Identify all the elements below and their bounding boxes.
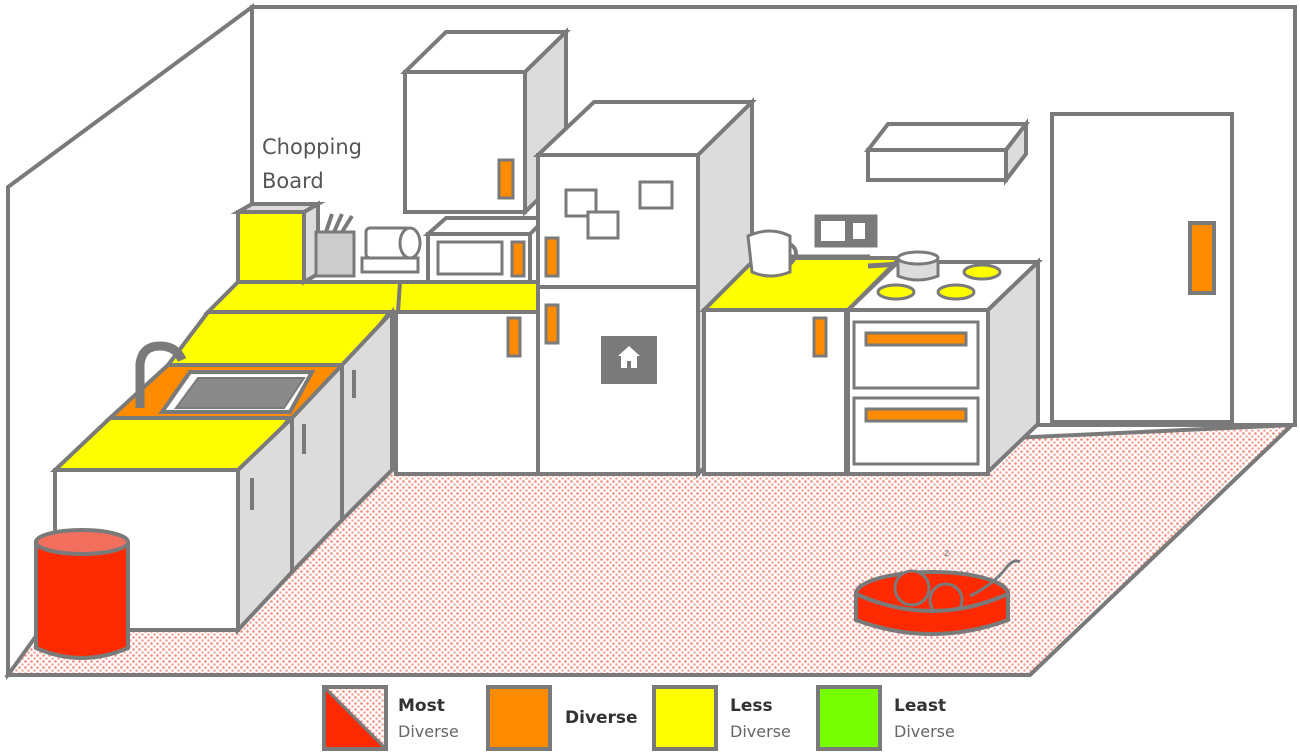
fridge-handle-upper <box>544 236 560 278</box>
fridge-magnet-2 <box>586 210 620 240</box>
fridge-magnet-3 <box>638 180 674 210</box>
microwave-panel <box>510 240 526 278</box>
kettle <box>746 229 870 278</box>
back-base-cabinet <box>394 310 540 476</box>
legend: Most Diverse Diverse Less Diverse Least … <box>322 685 955 751</box>
legend-item-diverse: Diverse <box>486 685 638 751</box>
sink-counter <box>49 310 395 472</box>
cooker <box>843 257 1043 477</box>
extractor-hood <box>863 118 1031 186</box>
oven-handle-1 <box>864 331 968 347</box>
hob-ring-3 <box>962 263 1002 281</box>
legend-label: Most <box>398 696 445 716</box>
legend-label: Least <box>894 696 946 716</box>
base-cabinet-handle <box>506 316 522 358</box>
saucepan <box>867 250 940 282</box>
door <box>1050 112 1234 424</box>
pet-bed: z <box>854 548 1021 636</box>
legend-label: Diverse <box>894 722 955 741</box>
legend-label: Less <box>730 696 773 716</box>
hob-ring-2 <box>936 283 976 301</box>
right-cabinet-handle <box>812 316 828 358</box>
bin <box>34 528 130 660</box>
legend-item-most-diverse: Most Diverse <box>322 685 459 751</box>
knife-block <box>314 213 356 278</box>
microwave <box>422 216 551 284</box>
hob-ring-1 <box>876 283 916 301</box>
cabinet-handle <box>497 158 515 200</box>
chopping-board <box>230 200 326 286</box>
sink-tap <box>135 341 187 408</box>
legend-label: Diverse <box>730 722 791 741</box>
cat-head <box>893 569 931 607</box>
chopping-board-label: Chopping <box>262 135 362 159</box>
legend-label: Diverse <box>398 722 459 741</box>
wall-socket <box>814 214 878 248</box>
legend-label: Diverse <box>565 708 638 728</box>
legend-item-less-diverse: Less Diverse <box>652 685 791 751</box>
chopping-board-label-2: Board <box>262 169 324 193</box>
paper-towel-holder <box>360 226 422 274</box>
oven-handle-2 <box>864 407 968 423</box>
home-icon <box>618 346 640 368</box>
fridge-handle-lower <box>544 303 560 345</box>
door-handle <box>1188 221 1216 295</box>
svg-text:z: z <box>944 548 949 559</box>
legend-item-least-diverse: Least Diverse <box>816 685 955 751</box>
counter-back-left <box>203 280 542 314</box>
